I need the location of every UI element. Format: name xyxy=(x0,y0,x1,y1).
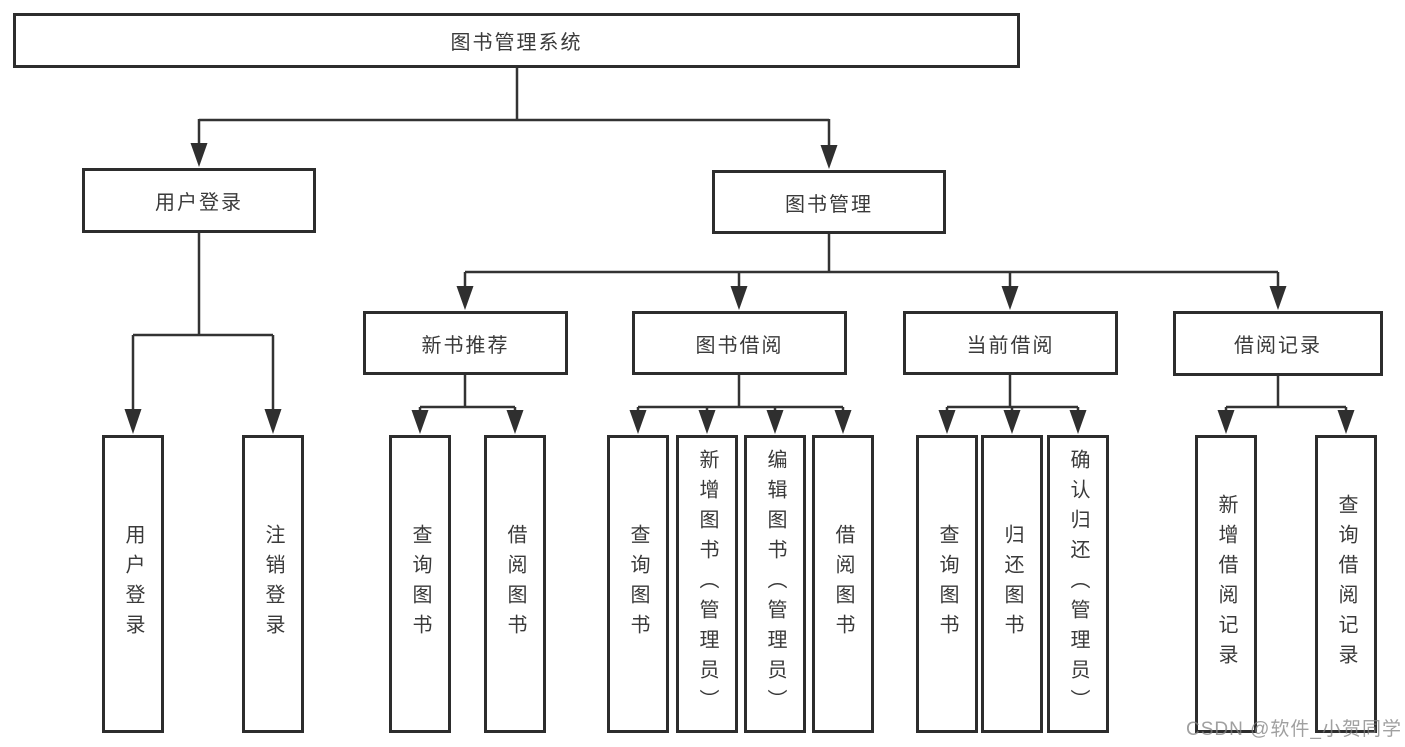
watermark: CSDN @软件_小贺同学 xyxy=(1186,719,1402,740)
node-new-book-recommend: 新书推荐 xyxy=(363,311,568,375)
node-user-login: 用户登录 xyxy=(82,168,316,233)
leaf-user-login: 用户登录 xyxy=(102,435,164,733)
leaf-edit-books-admin: 编辑图书（管理员） xyxy=(744,435,806,733)
node-library-system: 图书管理系统 xyxy=(13,13,1020,68)
node-current-borrowing: 当前借阅 xyxy=(903,311,1118,375)
node-book-management: 图书管理 xyxy=(712,170,946,234)
leaf-query-books-current: 查询图书 xyxy=(916,435,978,733)
leaf-borrow-books-recommend: 借阅图书 xyxy=(484,435,546,733)
leaf-confirm-return-admin: 确认归还（管理员） xyxy=(1047,435,1109,733)
leaf-add-books-admin: 新增图书（管理员） xyxy=(676,435,738,733)
leaf-logout: 注销登录 xyxy=(242,435,304,733)
node-book-borrowing: 图书借阅 xyxy=(632,311,847,375)
leaf-borrow-books-borrowing: 借阅图书 xyxy=(812,435,874,733)
leaf-add-borrow-record: 新增借阅记录 xyxy=(1195,435,1257,733)
leaf-query-books-recommend: 查询图书 xyxy=(389,435,451,733)
leaf-query-borrow-record: 查询借阅记录 xyxy=(1315,435,1377,733)
leaf-return-books: 归还图书 xyxy=(981,435,1043,733)
leaf-query-books-borrowing: 查询图书 xyxy=(607,435,669,733)
node-borrow-records: 借阅记录 xyxy=(1173,311,1383,376)
